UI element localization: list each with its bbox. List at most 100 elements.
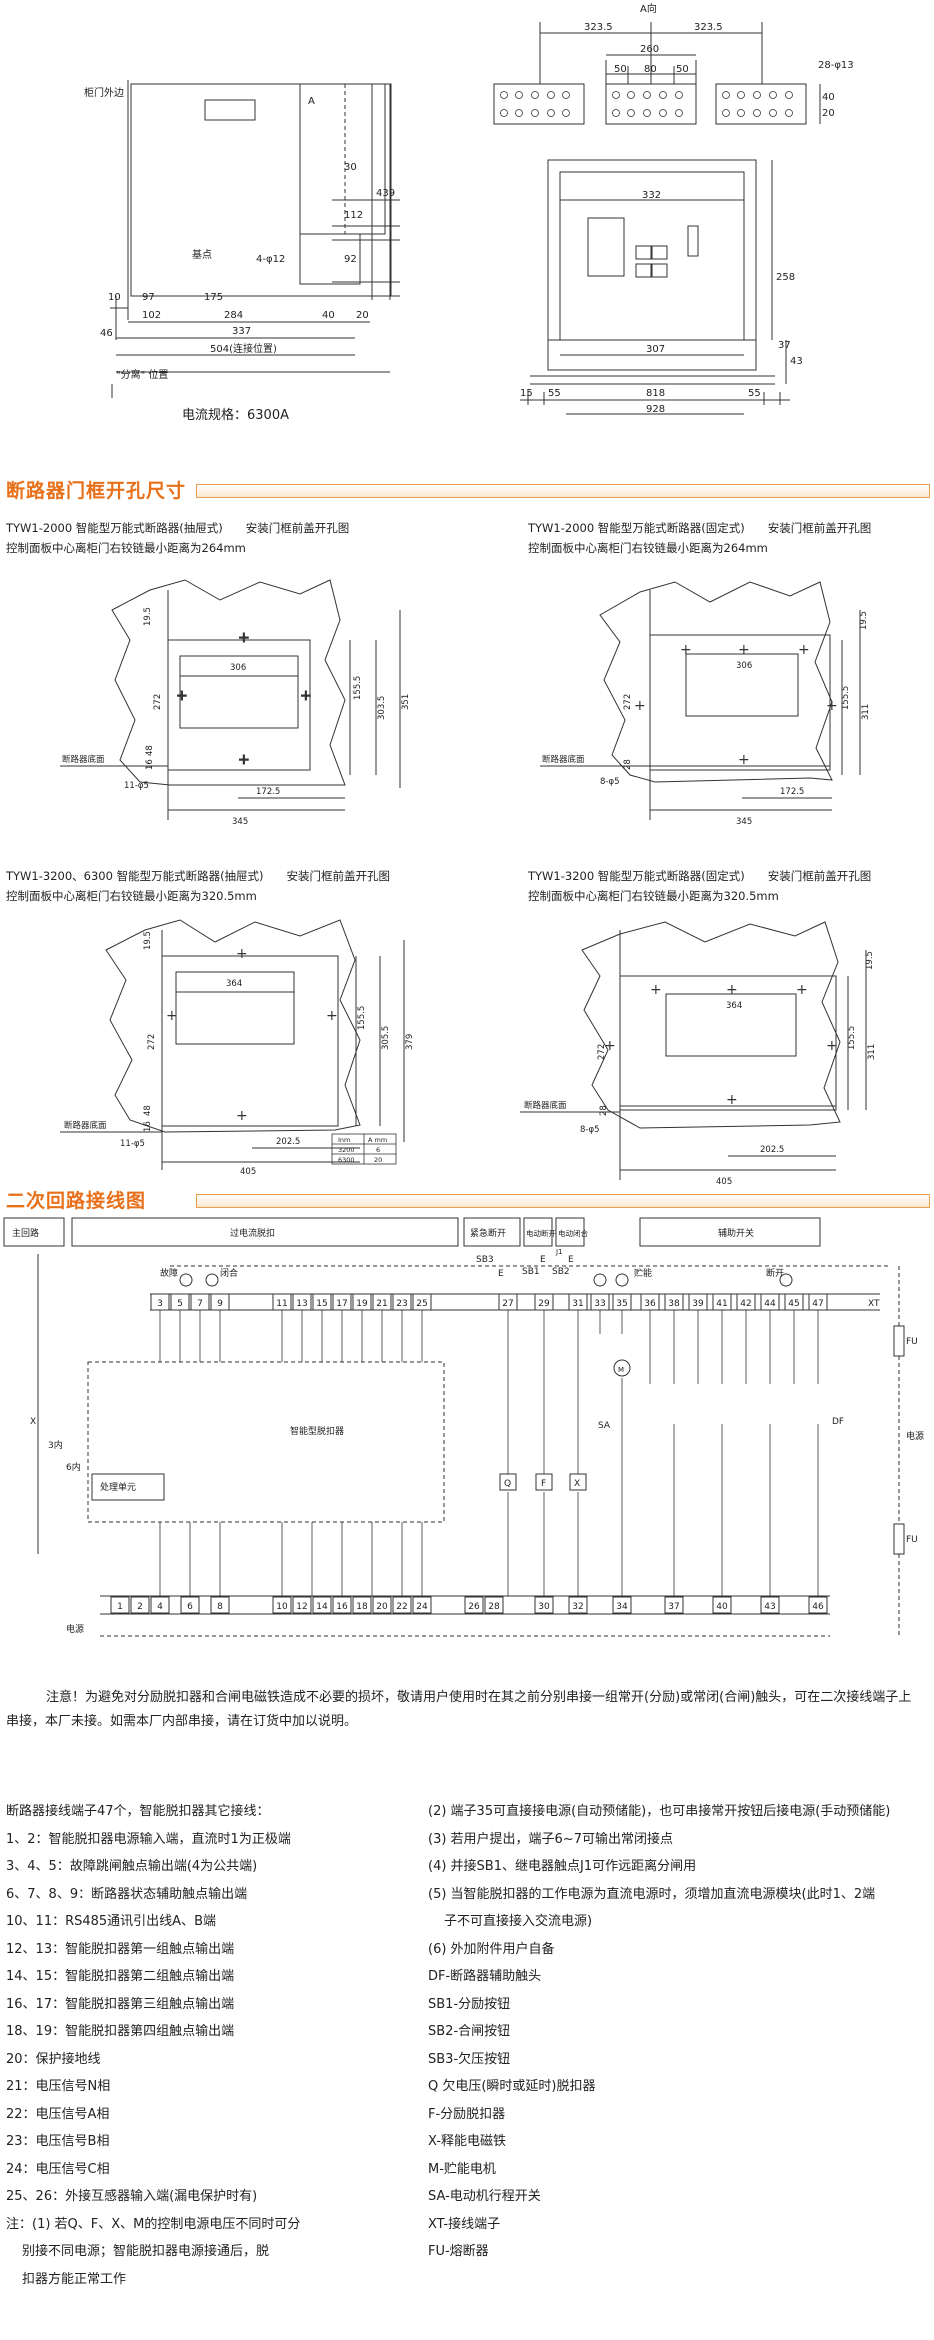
- svg-text:11-φ5: 11-φ5: [120, 1139, 145, 1149]
- svg-text:16: 16: [145, 759, 155, 770]
- svg-text:155.5: 155.5: [841, 686, 851, 710]
- box-motor-open: [523, 1217, 553, 1247]
- bottom-terminal-box: [412, 1596, 432, 1614]
- terminal-block-left: [493, 83, 585, 125]
- list-item: F-分励脱扣器: [428, 2106, 506, 2122]
- section-title: 二次回路接线图: [6, 1190, 147, 1212]
- label-overcurrent: 过电流脱扣: [230, 1227, 275, 1239]
- svg-text:172.5: 172.5: [780, 787, 804, 797]
- svg-text:+: +: [238, 630, 250, 646]
- svg-text:97: 97: [142, 292, 155, 303]
- svg-text:379: 379: [405, 1034, 415, 1050]
- component-legend-list: (2) 端子35可直接接电源(自动预储能)，也可串接常开按钮后接电源(手动预储能…: [428, 1798, 890, 2266]
- svg-text:10: 10: [108, 292, 121, 303]
- top-terminal-label: 36: [644, 1299, 656, 1309]
- list-item: (6) 外加附件用户自备: [428, 1941, 555, 1957]
- bottom-terminal-label: 32: [572, 1602, 583, 1612]
- top-terminal-label: 27: [502, 1299, 513, 1309]
- svg-text:SA: SA: [598, 1421, 611, 1431]
- current-spec: 电流规格：6300A: [182, 408, 289, 423]
- top-terminal-label: 11: [276, 1299, 287, 1309]
- svg-text:80: 80: [644, 64, 657, 75]
- bottom-terminal-label: 30: [538, 1602, 550, 1612]
- label-motor-open: 电动断开: [526, 1228, 556, 1238]
- list-item: SA-电动机行程开关: [428, 2189, 541, 2204]
- svg-text:断路器底面: 断路器底面: [542, 754, 585, 765]
- bottom-terminal-label: 28: [488, 1602, 500, 1612]
- top-terminal-box: [612, 1293, 632, 1311]
- svg-text:+: +: [236, 946, 248, 962]
- svg-text:故障: 故障: [160, 1267, 178, 1279]
- top-terminal-box: [568, 1293, 588, 1311]
- svg-text:E: E: [498, 1269, 504, 1279]
- svg-text:272: 272: [153, 694, 163, 710]
- section-title: 断路器门框开孔尺寸: [6, 480, 187, 502]
- top-terminal-box: [590, 1293, 610, 1311]
- top-terminal-box: [688, 1293, 708, 1311]
- panel1-caption: TYW1-2000 智能型万能式断路器(抽屉式) 安装门框前盖开孔图控制面板中心…: [6, 521, 350, 555]
- label-emergency: 紧急断开: [470, 1227, 506, 1239]
- svg-text:40: 40: [822, 92, 835, 103]
- wiring-diagram: 主回路 过电流脱扣 紧急断开 电动断开 电动闭合 辅助开关 故障 闭合 贮能 断…: [3, 1217, 924, 1637]
- svg-text:345: 345: [232, 817, 248, 827]
- coil-q: [499, 1473, 517, 1491]
- svg-text:XT: XT: [868, 1299, 880, 1309]
- svg-text:102: 102: [142, 310, 161, 321]
- bottom-terminal-box: [760, 1596, 780, 1614]
- svg-text:6: 6: [376, 1146, 380, 1154]
- svg-text:+: +: [650, 982, 662, 998]
- label-motor-close: 电动闭合: [558, 1228, 588, 1238]
- svg-text:+: +: [796, 982, 808, 998]
- svg-text:SB1: SB1: [522, 1267, 540, 1277]
- bottom-terminal-box: [332, 1596, 352, 1614]
- bottom-terminal-box: [484, 1596, 504, 1614]
- top-terminal-box: [736, 1293, 756, 1311]
- top-terminal-label: 13: [296, 1299, 307, 1309]
- svg-text:323.5: 323.5: [694, 22, 723, 33]
- svg-text:50: 50: [614, 64, 627, 75]
- list-item: 18、19：智能脱扣器第四组触点输出端: [6, 2024, 235, 2039]
- top-terminal-label: 23: [396, 1299, 407, 1309]
- svg-text:311: 311: [861, 704, 871, 720]
- bottom-terminal-label: 10: [276, 1602, 288, 1612]
- list-item: M-贮能电机: [428, 2161, 496, 2177]
- bottom-terminal-box: [130, 1596, 150, 1614]
- svg-text:305.5: 305.5: [381, 1026, 391, 1050]
- top-terminal-label: 21: [376, 1299, 387, 1309]
- svg-text:332: 332: [642, 190, 661, 201]
- list-item: 子不可直接接入交流电源): [444, 1914, 593, 1929]
- svg-text:155.5: 155.5: [353, 676, 363, 700]
- list-item: 24：电压信号C相: [6, 2161, 110, 2177]
- svg-text:405: 405: [716, 1177, 732, 1187]
- bottom-terminal-label: 18: [356, 1602, 368, 1612]
- bottom-terminal-label: 22: [396, 1602, 407, 1612]
- bottom-terminal-label: 1: [117, 1602, 123, 1612]
- bottom-terminal-box: [180, 1596, 200, 1614]
- top-terminal-label: 15: [316, 1299, 327, 1309]
- svg-text:智能型脱扣器: 智能型脱扣器: [290, 1425, 344, 1437]
- bottom-terminal-box: [292, 1596, 312, 1614]
- bottom-terminal-box: [712, 1596, 732, 1614]
- processor-box: [91, 1473, 165, 1501]
- svg-text:48: 48: [145, 745, 155, 756]
- bottom-terminal-label: 26: [468, 1602, 480, 1612]
- list-item: 10、11：RS485通讯引出线A、B端: [6, 1914, 216, 1929]
- top-terminal-box: [150, 1293, 170, 1311]
- svg-text:J1: J1: [555, 1248, 563, 1256]
- bottom-terminal-label: 12: [296, 1602, 307, 1612]
- top-terminal-label: 19: [356, 1299, 368, 1309]
- top-terminal-box: [170, 1293, 190, 1311]
- top-terminal-box: [664, 1293, 684, 1311]
- svg-text:+: +: [826, 698, 838, 714]
- svg-text:+: +: [238, 752, 250, 768]
- svg-text:闭合: 闭合: [220, 1267, 238, 1279]
- list-item: SB3-欠压按钮: [428, 2051, 511, 2067]
- bottom-terminal-label: 46: [812, 1602, 824, 1612]
- label-main-circuit: 主回路: [12, 1227, 39, 1239]
- bottom-terminal-box: [210, 1596, 230, 1614]
- list-item: FU-熔断器: [428, 2244, 489, 2259]
- bottom-terminal-label: 4: [157, 1602, 163, 1612]
- top-terminal-box: [312, 1293, 332, 1311]
- list-item: SB2-合闸按钮: [428, 2024, 511, 2039]
- svg-text:43: 43: [790, 356, 803, 367]
